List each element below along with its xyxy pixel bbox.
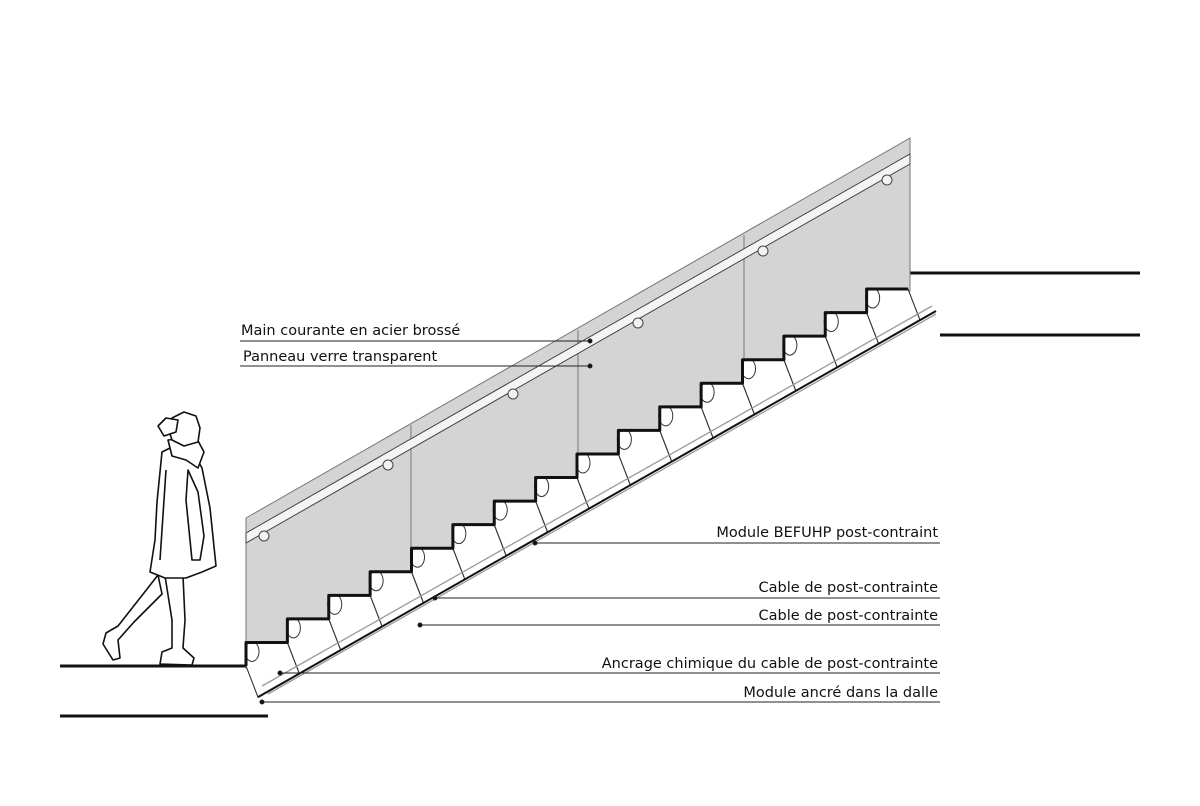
post-tension-cable xyxy=(267,313,937,695)
leader-lines xyxy=(240,338,940,705)
label-anchorage: Ancrage chimique du cable de post-contra… xyxy=(602,656,938,672)
leader-dot xyxy=(417,622,423,628)
leader-dot xyxy=(432,595,438,601)
person-hair-bun xyxy=(157,417,179,437)
bracket-icon xyxy=(632,317,644,329)
leader-dot xyxy=(532,540,538,546)
leader-dot xyxy=(587,363,593,369)
label-module: Module BEFUHP post-contraint xyxy=(716,525,938,541)
bracket-icon xyxy=(382,459,394,471)
label-anchored-module: Module ancré dans la dalle xyxy=(743,685,938,701)
person-arm xyxy=(185,469,205,561)
stair-underside xyxy=(257,310,937,699)
post-tension-cable xyxy=(261,305,933,687)
annotations: Main courante en acier brossé Panneau ve… xyxy=(241,323,938,701)
label-cable-1: Cable de post-contrainte xyxy=(759,580,939,596)
stair-modules xyxy=(244,287,937,699)
bracket-icon xyxy=(258,530,270,542)
leader-dot xyxy=(259,699,265,705)
person-figure xyxy=(102,411,217,666)
stair-step-profile xyxy=(244,287,908,666)
bracket-icon xyxy=(881,174,893,186)
upper-floor-top xyxy=(906,271,1140,289)
handrail-bar xyxy=(245,153,911,544)
person-front-leg xyxy=(159,575,195,666)
post-tension-cables xyxy=(261,305,937,695)
label-glass-panel: Panneau verre transparent xyxy=(243,349,437,365)
person-back-leg xyxy=(102,574,163,661)
leader-dot xyxy=(587,338,593,344)
handrail xyxy=(245,153,911,544)
leader-dot xyxy=(277,670,283,676)
stair-profile xyxy=(244,287,908,666)
label-handrail: Main courante en acier brossé xyxy=(241,323,460,339)
label-cable-2: Cable de post-contrainte xyxy=(759,608,939,624)
bracket-icon xyxy=(757,245,769,257)
person-coat-seam xyxy=(159,469,167,561)
bracket-icon xyxy=(507,388,519,400)
handrail-brackets xyxy=(258,174,893,542)
